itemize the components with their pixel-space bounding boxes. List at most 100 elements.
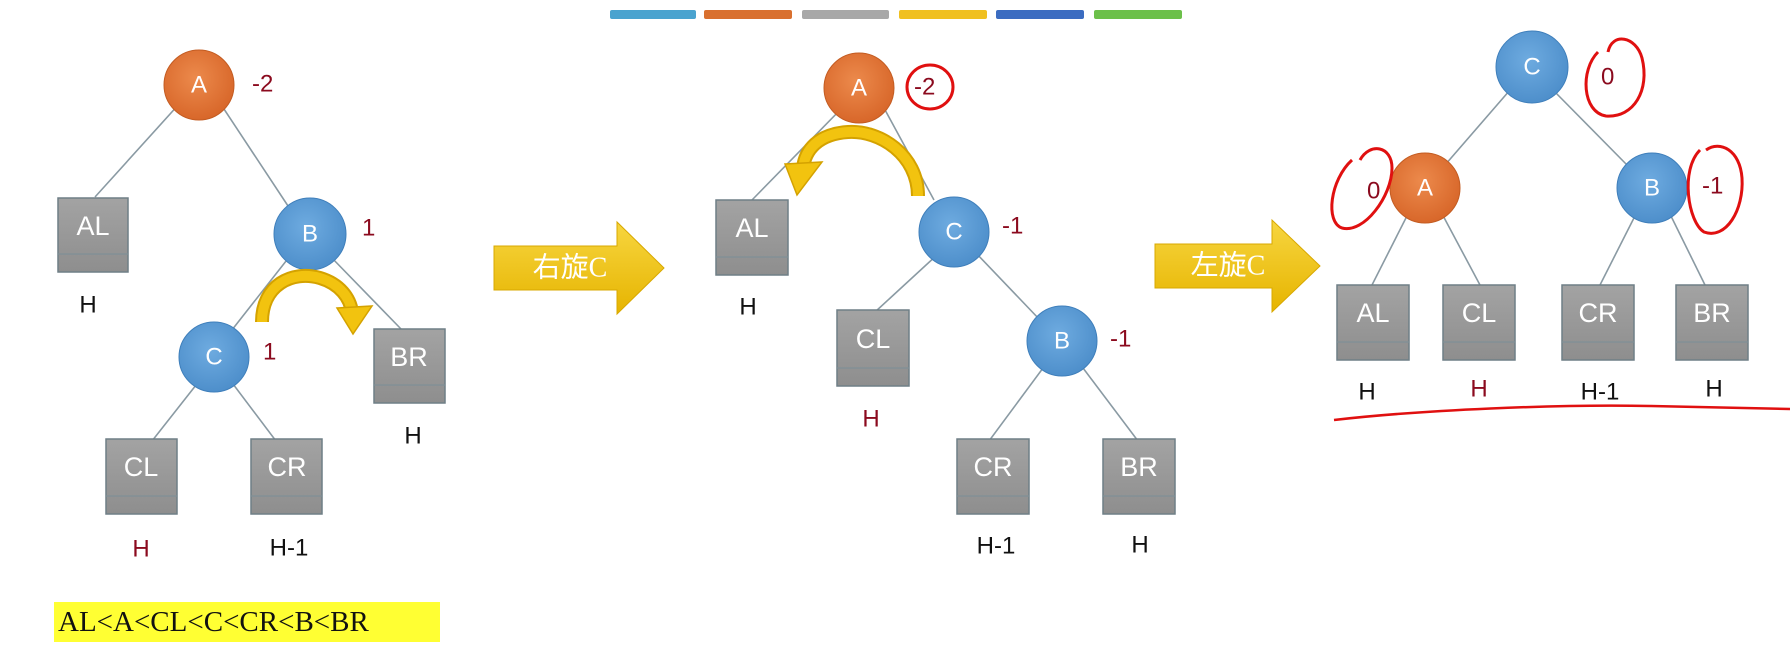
legend-bar [704, 10, 792, 19]
balance-factor-a: -2 [914, 74, 935, 101]
height-cr: H-1 [1581, 379, 1620, 406]
panel-after-left-rotation: C 0 A 0 B -1 AL H CL H C [1330, 30, 1790, 422]
height-cl: H [132, 536, 149, 563]
tree-edge [988, 363, 1047, 442]
annotation-circle [1584, 37, 1646, 118]
color-legend-bars [610, 10, 1182, 19]
leaf-cr: CR [956, 438, 1030, 515]
svg-text:AL: AL [1356, 298, 1389, 328]
leaf-cl: CL [1442, 284, 1516, 361]
balance-factor-b: -1 [1702, 173, 1723, 200]
height-cl: H [1470, 376, 1487, 403]
leaf-cl: CL [105, 438, 178, 515]
rotate-left-arrow: 左旋C [1154, 218, 1321, 314]
balance-factor-c: 0 [1601, 64, 1614, 91]
height-al: H [79, 292, 96, 319]
node-c: C [918, 196, 990, 268]
svg-text:CL: CL [856, 324, 891, 354]
height-br: H [1705, 376, 1722, 403]
tree-edge [874, 253, 939, 313]
svg-text:A: A [191, 72, 207, 99]
svg-text:CR: CR [1579, 298, 1618, 328]
leaf-cr: CR [250, 438, 323, 515]
svg-text:AL: AL [76, 211, 109, 241]
leaf-br: BR [1675, 284, 1749, 361]
svg-text:C: C [1523, 54, 1540, 81]
leaf-br: BR [1102, 438, 1176, 515]
annotation-circle [1686, 144, 1744, 235]
annotation-circle [1330, 147, 1394, 231]
svg-text:BR: BR [1693, 298, 1731, 328]
tree-edge [1552, 89, 1631, 169]
leaf-cl: CL [836, 309, 910, 387]
tree-edge [974, 251, 1041, 321]
panel-original-tree: A -2 B 1 C 1 AL H BR H CL [54, 49, 446, 642]
rotate-right-arrow: 右旋C [493, 220, 665, 316]
node-c: C [178, 321, 250, 393]
node-a: A [163, 49, 235, 121]
tree-edge [227, 255, 291, 336]
rotation-curve-arrow-icon [783, 124, 925, 197]
height-cr: H-1 [270, 535, 309, 562]
svg-text:CL: CL [124, 452, 159, 482]
svg-text:CL: CL [1462, 298, 1497, 328]
legend-bar [802, 10, 889, 19]
balance-factor-c: -1 [1002, 213, 1023, 240]
tree-edge [1439, 209, 1481, 286]
legend-bar [1094, 10, 1182, 19]
balance-factor-b: -1 [1110, 326, 1131, 353]
node-b: B [1026, 305, 1098, 377]
tree-edge [1667, 209, 1706, 286]
svg-text:A: A [851, 75, 867, 102]
svg-text:A: A [1417, 175, 1433, 202]
node-c: C [1495, 30, 1569, 104]
svg-text:B: B [302, 221, 318, 248]
svg-text:B: B [1644, 175, 1660, 202]
rotate-right-label: 右旋C [533, 252, 608, 284]
tree-edge [1444, 89, 1511, 166]
ordering-text: AL<A<CL<C<CR<B<BR [58, 606, 370, 638]
node-b: B [1616, 152, 1688, 224]
svg-text:B: B [1054, 328, 1070, 355]
tree-edge [94, 102, 181, 198]
balance-factor-a: 0 [1367, 178, 1380, 205]
svg-text:BR: BR [390, 342, 428, 372]
ordering-highlight: AL<A<CL<C<CR<B<BR [54, 602, 440, 642]
node-a: A [1389, 152, 1461, 224]
svg-text:C: C [945, 219, 962, 246]
rotate-left-label: 左旋C [1191, 250, 1266, 282]
tree-edge [1599, 209, 1639, 286]
svg-text:C: C [205, 344, 222, 371]
tree-edge [751, 107, 843, 201]
legend-bar [899, 10, 987, 19]
tree-edge [229, 379, 277, 442]
legend-bar [996, 10, 1084, 19]
legend-bar [610, 10, 696, 19]
tree-edge [151, 379, 201, 442]
rotation-curve-arrow-icon [255, 268, 374, 336]
tree-edge [329, 255, 403, 331]
svg-text:BR: BR [1120, 452, 1158, 482]
height-br: H [404, 423, 421, 450]
node-a: A [823, 52, 895, 124]
height-cr: H-1 [977, 533, 1016, 560]
leaf-al: AL [1336, 284, 1410, 361]
balance-factor-c: 1 [263, 339, 276, 366]
height-br: H [1131, 532, 1148, 559]
node-b: B [273, 197, 347, 271]
balance-factor-a: -2 [252, 71, 273, 98]
tree-edge [219, 102, 293, 213]
panel-after-right-rotation: A -2 C -1 B -1 AL H CL H CR [715, 52, 1176, 560]
svg-text:CR: CR [974, 452, 1013, 482]
svg-text:AL: AL [735, 213, 768, 243]
balance-factor-b: 1 [362, 215, 375, 242]
svg-text:CR: CR [268, 452, 307, 482]
height-cl: H [862, 406, 879, 433]
annotation-circle [905, 63, 955, 111]
height-al: H [1358, 379, 1375, 406]
tree-edge [1079, 363, 1139, 442]
leaf-cr: CR [1561, 284, 1635, 361]
leaf-br: BR [373, 328, 446, 404]
leaf-al: AL [57, 197, 129, 273]
